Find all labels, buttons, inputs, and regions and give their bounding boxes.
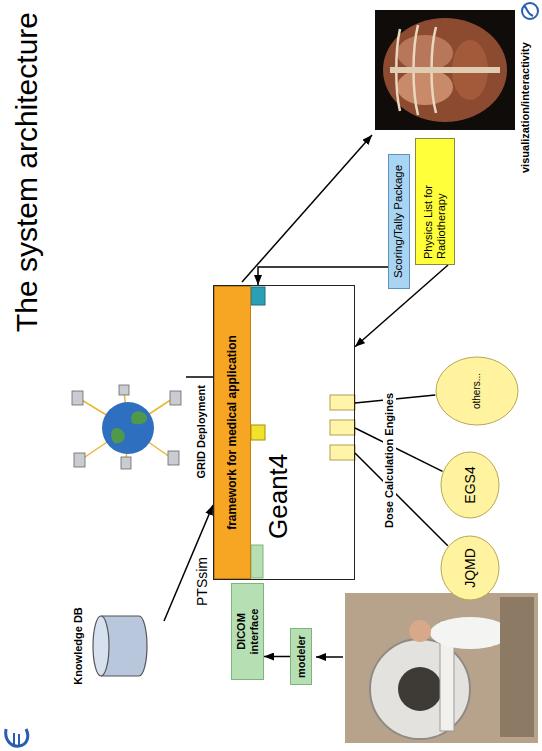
engine-ellipse: EGS4: [440, 451, 500, 519]
process-box: DICOM interface: [231, 583, 264, 680]
connector: [258, 267, 388, 285]
engine-ellipse: others...: [435, 356, 519, 426]
node-text: Scoring/Tally Package: [392, 165, 405, 278]
ellipse-shape: [441, 452, 499, 518]
node-text: DICOM interface: [235, 589, 260, 674]
process-box: Physics List for Radiotherapy: [415, 138, 455, 265]
ct-rendering: [375, 10, 515, 130]
node-text: Knowledge DB: [72, 607, 85, 685]
node-text: others...: [471, 373, 483, 409]
ellipse-shape: [436, 357, 518, 425]
geant4-plugins: [251, 287, 355, 578]
slide-title: The system architecture: [10, 12, 45, 332]
annotation-label: PTSsim: [194, 557, 210, 606]
logo-left: [6, 729, 28, 746]
annotation-label: Dose Calculation Engines: [383, 391, 396, 530]
logo-right: [522, 3, 538, 19]
annotation-label: GRID Deployment: [195, 385, 208, 479]
annotation-label: visualization/interactivity: [519, 42, 532, 173]
process-box: Scoring/Tally Package: [388, 154, 410, 289]
database-cylinder: Knowledge DB: [72, 591, 164, 701]
node-text: Geant4: [264, 454, 294, 539]
ellipse-shape: [441, 536, 499, 600]
node-text: modeler: [295, 635, 308, 678]
engine-ellipse: JQMD: [440, 535, 500, 601]
node-text: JQMD: [462, 548, 478, 588]
connector: [264, 656, 290, 658]
connector: [355, 428, 443, 471]
node-text: framework for medical application: [226, 335, 240, 530]
node-text: EGS4: [462, 466, 478, 503]
node-text: Physics List for Radiotherapy: [422, 144, 447, 259]
patient-photo: [345, 593, 538, 743]
grid-link-line: [186, 376, 213, 378]
photo-arrow: [316, 656, 343, 658]
cylinder-top: [93, 616, 109, 676]
framework-bar: framework for medical application: [214, 286, 251, 579]
container-box: Geant4 framework for medical application: [213, 285, 355, 580]
connector: [164, 505, 213, 621]
visualization-arrow: [242, 135, 372, 282]
process-box: modeler: [290, 628, 312, 685]
cylinder-outline: [91, 614, 149, 678]
grid-illustration: [72, 385, 181, 469]
